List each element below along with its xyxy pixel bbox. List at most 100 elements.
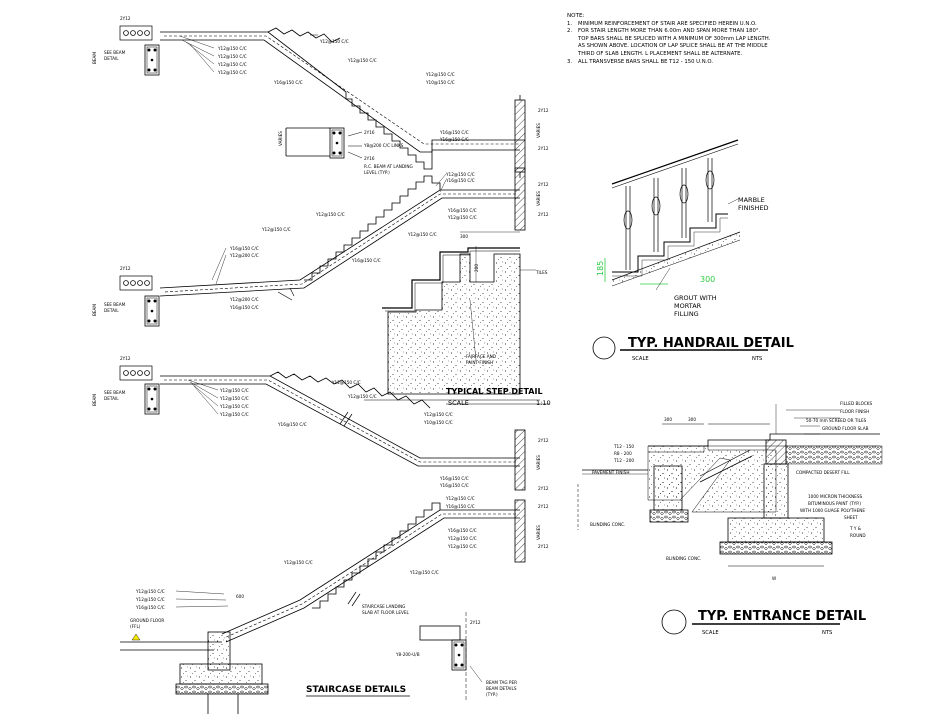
f1-bar-k: Y16@150 C/C [439,137,469,142]
f3-bar-e: Y12@150 C/C [331,380,361,385]
f2-bar-i: Y12@200 C/C [229,253,259,258]
ent-round-2: ROUND [850,533,866,538]
see-beam-detail-1a: SEE BEAM [104,50,126,55]
f3-varies: VARIES [536,455,541,470]
step-dim-300: 300 [460,234,468,239]
notes-block: NOTE: 1. MINIMUM REINFORCEMENT OF STAIR … [567,13,867,66]
beam-tag-2: BEAM DETAILS [486,686,517,691]
ent-micron-2: BITUMINOUS PAINT (TYP.) [808,501,861,506]
ent-pavement: PAVEMENT FINISH [592,470,629,475]
f4-2y12: 2Y12 [538,504,549,509]
handrail-scale-label: SCALE [632,356,649,362]
see-beam-detail-3b: DETAIL [104,396,119,401]
f3-bar-h: Y12@150 C/C [423,412,453,417]
f2-bar-b: Y16@150 C/C [445,178,475,183]
staircase-details: BEAM BEAM BEAM SEE BEAM DETAIL SEE BEAM … [92,16,549,714]
f3-bar-i: Y10@150 C/C [423,420,453,425]
beam-label-3: BEAM [92,394,97,406]
f4-varies: VARIES [536,525,541,540]
f1-varies: VARIES [536,123,541,138]
f1-2y12-r2: 2Y12 [538,146,549,151]
f4-bar-d: Y12@150 C/C [447,536,477,541]
f2-bar-e: Y12@150 C/C [315,212,345,217]
handrail-detail: 185 300 MARBLE FINISHED GROUT WITH MORTA… [592,139,794,362]
see-beam-detail-2b: DETAIL [104,308,119,313]
step-finish-2: PAINT FINISH [466,360,493,365]
stair-flight-1 [119,25,526,178]
f3-bar-d: Y12@150 C/C [219,412,249,417]
ground-floor-2: (FFL) [130,624,141,629]
f1-bar-e: Y12@150 C/C [319,39,349,44]
y8-ub: Y8-200-U/B [395,652,420,657]
stair-flight-4 [120,499,526,714]
f2-bar-h: Y16@150 C/C [229,246,259,251]
ent-micron-3: WITH 1000 GUAGE POLYTHENE [800,508,865,513]
handrail-dim-300: 300 [700,275,715,284]
landing-2: SLAB AT FLOOR LEVEL [362,610,409,615]
note-num-2: 2. [567,28,573,35]
step-dim-200: 200 [474,264,479,272]
f2-2y12: 2Y12 [538,182,549,187]
f4-bar-i: Y12@150 C/C [135,597,165,602]
ent-dim-300b: 300 [688,417,696,422]
beam-label-1: BEAM [92,52,97,64]
f2-bar-a: Y12@150 C/C [445,172,475,177]
typical-step-detail: 300 200 TILES FAIRFACE AND PAINT FINISH … [364,231,551,407]
see-beam-detail-3a: SEE BEAM [104,390,126,395]
entrance-detail: FILLED BLOCKS FLOOR FINISH 50-70 mm SCRE… [577,401,883,636]
stair-flight-3 [119,365,526,491]
note-1-line-1: MINIMUM REINFORCEMENT OF STAIR ARE SPECI… [578,20,757,27]
staircase-title: STAIRCASE DETAILS [306,685,406,695]
note-2-line-3: AS SHOWN ABOVE. LOCATION OF LAP SPLICE S… [578,43,768,50]
note-item-3: 3. ALL TRANSVERSE BARS SHALL BE T12 - 15… [567,59,867,67]
f4-2y12b: 2Y12 [538,544,549,549]
handrail-dim-185: 185 [596,261,605,276]
bar-2y12-3: 2Y12 [120,356,131,361]
handrail-grout-3: FILLING [674,310,699,318]
notes-title: NOTE: [567,13,585,19]
beam-2y16-b: 2Y16 [364,156,375,161]
handrail-scale-value: NTS [752,356,762,362]
handrail-marble-2: FINISHED [738,204,769,212]
bar-2y12-1: 2Y12 [120,16,131,21]
beam-varies: VARIES [278,131,283,146]
f1-bar-c: Y12@150 C/C [217,62,247,67]
f1-2y12-r: 2Y12 [538,108,549,113]
f1-bar-i: Y10@150 C/C [425,80,455,85]
f3-2y12b: 2Y12 [538,486,549,491]
step-finish-1: FAIRFACE AND [466,354,496,359]
f2-bar-j: Y16@150 C/C [351,258,381,263]
beam-2y16-a: 2Y16 [364,130,375,135]
ent-compacted: COMPACTED DESERT FILL [796,470,850,475]
ent-floor-finish: FLOOR FINISH [840,409,869,414]
f1-bar-j: Y16@150 C/C [439,130,469,135]
note-3-line-1: ALL TRANSVERSE BARS SHALL BE T12 - 150 U… [578,58,713,65]
f3-bar-j: Y16@150 C/C [439,476,469,481]
f3-bar-g: Y16@150 C/C [277,422,307,427]
f2-bar-g: Y12@150 C/C [407,232,437,237]
note-item-2: 2. FOR STAIR LENGTH MORE THAN 6.00m AND … [567,28,867,58]
f1-bar-a: Y12@150 C/C [217,46,247,51]
f2-bar-c: Y16@150 C/C [447,208,477,213]
ent-ground-slab: GROUND FLOOR SLAB [822,426,869,431]
f1-bar-b: Y12@150 C/C [217,54,247,59]
f4-bar-f: Y12@150 C/C [283,560,313,565]
f4-bar-e: Y12@150 C/C [447,544,477,549]
ent-r8: R8 - 200 [614,451,632,456]
note-num-1: 1. [567,20,573,27]
ent-t12b: T12 - 200 [613,458,634,463]
note-num-3: 3. [567,58,573,65]
beam-tag-1: BEAM TAG PER [486,680,517,685]
note-2-line-4: THIRD OF SLAB LENGTH. L PLACEMENT SHALL … [578,50,743,57]
handrail-grout-1: GROUT WITH [674,294,717,302]
step-scale-value: 1:10 [536,399,551,407]
f2-2y12b: 2Y12 [538,212,549,217]
f2-bar-d: Y12@150 C/C [447,215,477,220]
ent-dim-300a: 300 [664,417,672,422]
bar-2y12-2: 2Y12 [120,266,131,271]
f2-bar-k: Y12@200 C/C [229,297,259,302]
entrance-scale-value: NTS [822,630,832,636]
see-beam-detail-1b: DETAIL [104,56,119,61]
f3-bar-b: Y12@150 C/C [219,396,249,401]
